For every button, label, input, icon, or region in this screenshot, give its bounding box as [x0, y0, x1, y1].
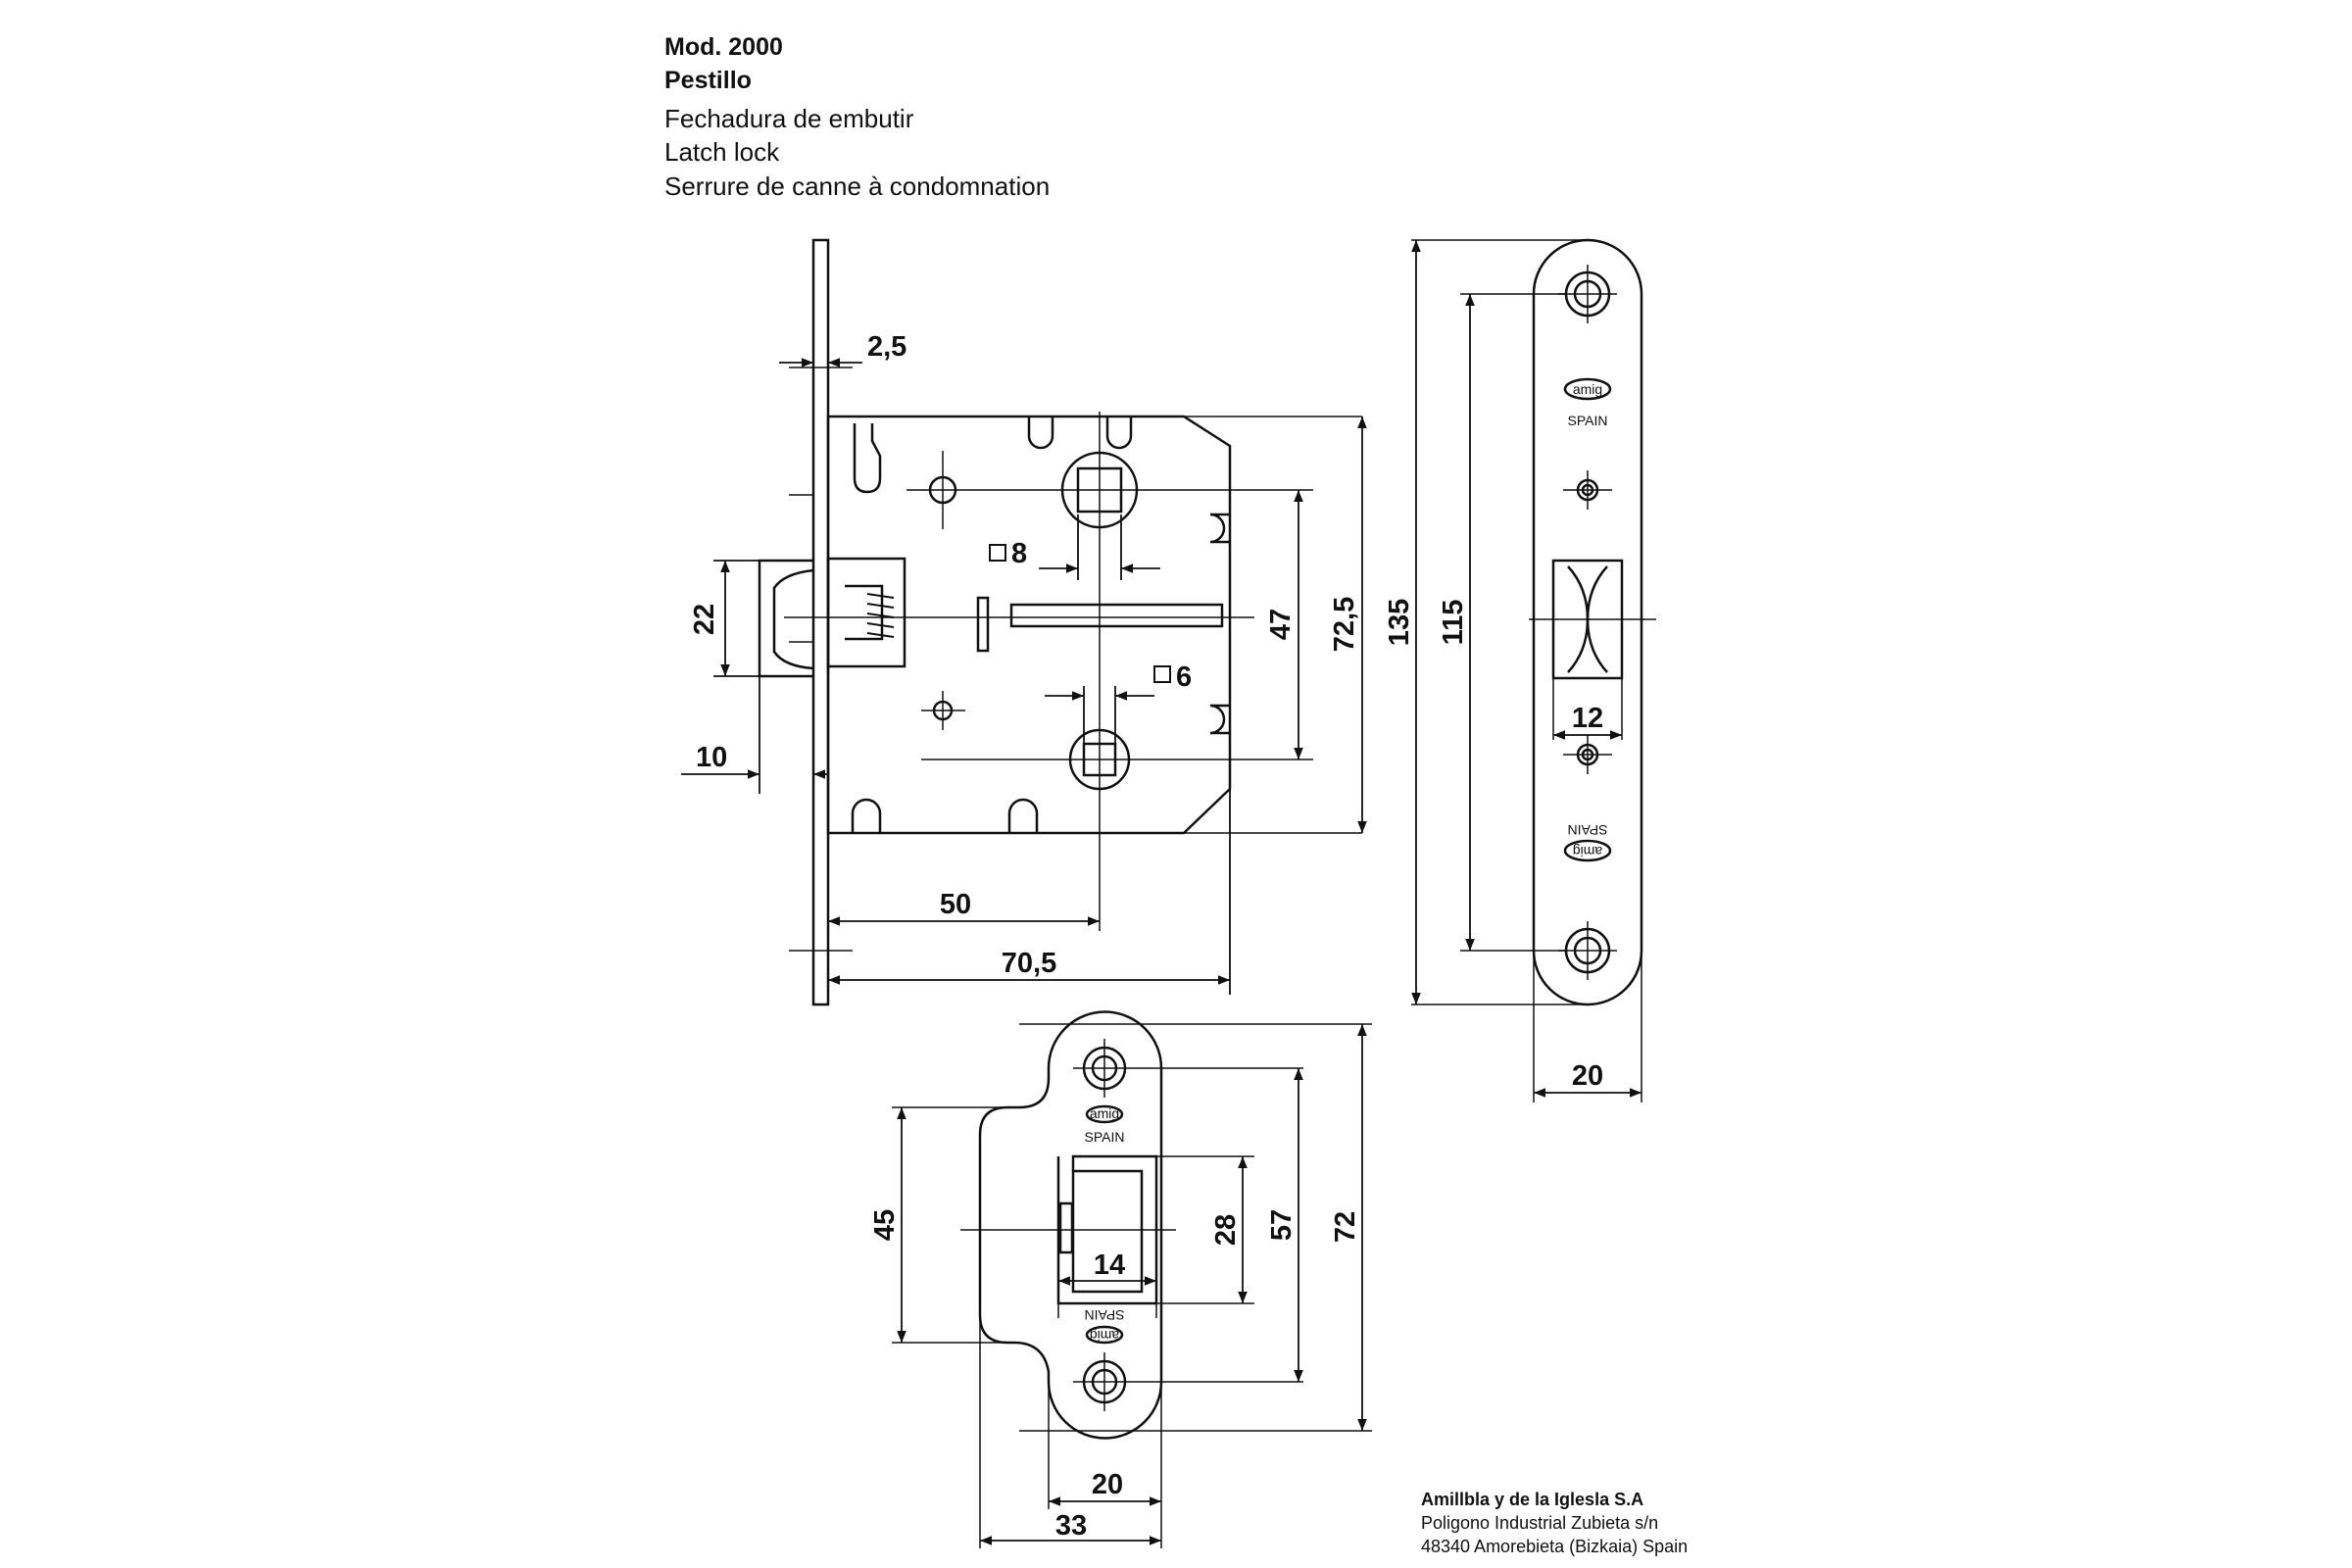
dim-latch-height: 22 [689, 604, 720, 635]
model-title: Mod. 2000 [664, 33, 783, 61]
company-address-line1: Poligono Industrial Zubieta s/n [1421, 1513, 1659, 1533]
notch-top [1027, 416, 1054, 450]
dim-strike-screw-spacing: 57 [1266, 1209, 1298, 1241]
square-symbol [1153, 665, 1171, 683]
dim-backset: 50 [940, 889, 971, 920]
latch-spring [866, 593, 895, 638]
description-french: Serrure de canne à condomnation [664, 172, 1051, 201]
dim-front-latch-width: 12 [1572, 703, 1603, 734]
square-symbol [989, 544, 1006, 562]
description-spanish: Fechadura de embutir [664, 104, 914, 133]
dim-front-screw-spacing: 115 [1438, 600, 1469, 646]
brand-logo-mark [1563, 839, 1612, 862]
dim-faceplate-thickness: 2,5 [867, 331, 906, 363]
origin-mark-inverted: SPAIN [1568, 822, 1608, 838]
strike-centerlines [892, 1023, 1372, 1548]
brand-logo-text-inverted: amig [1090, 1328, 1119, 1344]
latch-spring-holder [845, 584, 884, 641]
product-name: Pestillo [664, 67, 752, 94]
brand-logo-text-inverted: amig [1573, 844, 1602, 859]
latch-housing [826, 557, 906, 668]
brand-logo-text: amig [1090, 1105, 1119, 1121]
dim-front-width: 20 [1572, 1060, 1603, 1092]
front-view [1532, 238, 1643, 1006]
lock-case [826, 415, 1232, 835]
latch-bolt [758, 559, 813, 678]
brand-logo-mark [1085, 1104, 1124, 1124]
dim-case-height: 72,5 [1329, 597, 1360, 652]
description-english: Latch lock [664, 137, 780, 167]
dim-strike-opening-width: 14 [1094, 1250, 1125, 1281]
side-view [758, 238, 1232, 1006]
origin-mark: SPAIN [1568, 413, 1608, 428]
origin-mark: SPAIN [1085, 1129, 1125, 1145]
dim-strike-height: 72 [1330, 1211, 1361, 1243]
dim-front-height: 135 [1384, 599, 1415, 646]
company-address-line2: 48340 Amorebieta (Bizkaia) Spain [1421, 1537, 1689, 1556]
brand-logo-mark [1085, 1325, 1124, 1345]
faceplate-side [811, 238, 830, 1006]
notch-top [1105, 416, 1133, 450]
notch-right [1209, 513, 1230, 544]
side-dimensions [681, 358, 1367, 995]
strike-tab [1058, 1201, 1074, 1254]
dim-strike-opening: 28 [1210, 1214, 1242, 1246]
latch-stop [976, 596, 990, 653]
strike-dimensions [897, 1024, 1367, 1545]
notch-bottom [1007, 798, 1039, 833]
strike-plate [978, 1010, 1163, 1440]
brand-logo-mark [1563, 377, 1612, 401]
front-dimensions [1411, 240, 1642, 1098]
slot-top-left [853, 423, 882, 494]
strike-outline [978, 1010, 1163, 1440]
brand-logo-text: amig [1573, 381, 1602, 397]
notch-bottom [851, 798, 882, 833]
dim-case-depth: 70,5 [1002, 948, 1056, 979]
notch-right [1209, 704, 1230, 735]
dim-bolt-square: 6 [1176, 662, 1192, 693]
origin-mark-inverted: SPAIN [1085, 1307, 1125, 1323]
dim-strike-plate-width: 20 [1092, 1469, 1123, 1500]
dim-strike-latch-height: 45 [869, 1209, 901, 1241]
dim-spindle-square: 8 [1011, 538, 1027, 569]
front-centerlines [1411, 239, 1656, 1102]
latch-bar [1009, 603, 1224, 628]
side-centerlines [784, 367, 1362, 952]
latch-bolt-bevel [772, 568, 814, 670]
dim-center-distance: 47 [1265, 609, 1297, 640]
dim-latch-projection: 10 [696, 742, 727, 773]
dim-strike-total-width: 33 [1055, 1510, 1087, 1542]
company-name: Amillbla y de la Iglesla S.A [1421, 1490, 1644, 1509]
